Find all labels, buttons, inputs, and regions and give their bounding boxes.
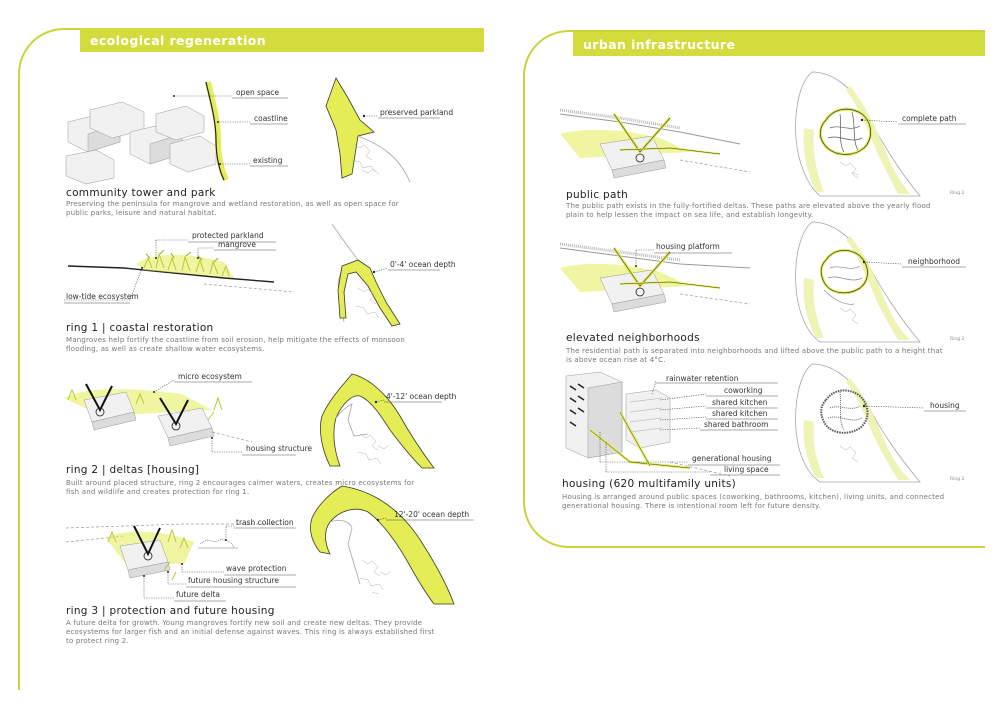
parkland-grain	[351, 143, 380, 175]
urban-infrastructure-header: urban infrastructure	[573, 32, 985, 56]
coastline-line	[205, 81, 225, 181]
desc-coastal-restoration: Mangroves help fortify the coastline fro…	[66, 336, 406, 353]
label-wave-protection: wave protection	[226, 564, 287, 573]
label-open-space: open space	[236, 88, 279, 97]
existing-buildings	[65, 101, 217, 185]
housing-callouts: rainwater retention coworking shared kit…	[599, 374, 780, 476]
housing-tower-stack	[565, 371, 671, 459]
mangrove-trees	[143, 249, 230, 277]
title-elevated-neighborhoods: elevated neighborhoods	[566, 332, 700, 344]
label-shared-kitchen-2: shared kitchen	[712, 409, 768, 418]
ocean-depth-0-4-map: 0'-4' ocean depth	[331, 223, 456, 327]
title-public-path: public path	[566, 189, 629, 201]
label-coworking: coworking	[724, 386, 763, 395]
label-future-delta: future delta	[176, 590, 220, 599]
tower-park-diagram: open space coastline existing	[65, 81, 288, 185]
complete-path-loops	[818, 107, 872, 156]
neighborhood-loops	[819, 249, 869, 305]
housing-loops	[820, 389, 869, 434]
label-trash-collection: trash collection	[236, 518, 294, 527]
ring-3-shape	[310, 485, 455, 605]
desc-community-tower-park: Preserving the peninsula for mangrove an…	[66, 200, 399, 217]
complete-path-map: complete path Ring 2	[795, 71, 966, 197]
label-low-tide-ecosystem: low-tide ecosystem	[66, 292, 139, 301]
ring-2-shape	[320, 373, 435, 469]
label-shared-kitchen-1: shared kitchen	[712, 398, 768, 407]
ring-note-housing: Ring 2	[950, 476, 965, 482]
label-mangrove: mangrove	[218, 240, 256, 249]
trash-collection-unit	[198, 538, 238, 549]
ocean-depth-12-20-map: 12'-20' ocean depth	[310, 485, 474, 605]
deltas-housing-diagram: micro ecosystem housing structure	[64, 372, 312, 456]
protection-future-housing-diagram: trash collection wave protection future …	[65, 518, 296, 602]
ocean-depth-4-12-map: 4'-12' ocean depth	[320, 373, 457, 469]
neighborhood-map: neighborhood Ring 2	[795, 221, 966, 343]
label-micro-ecosystem: micro ecosystem	[178, 372, 242, 381]
ground-line	[67, 265, 275, 283]
label-living-space: living space	[724, 465, 769, 474]
coastal-restoration-diagram: protected parkland mangrove low-tide eco…	[64, 231, 295, 304]
title-coastal-restoration: ring 1 | coastal restoration	[66, 322, 214, 334]
label-complete-path: complete path	[902, 114, 957, 123]
ring-note-neighborhoods: Ring 2	[950, 336, 965, 342]
label-ocean-depth-12-20: 12'-20' ocean depth	[394, 510, 469, 519]
title-deltas-housing: ring 2 | deltas [housing]	[66, 464, 200, 476]
label-future-housing-structure: future housing structure	[188, 576, 279, 585]
desc-elevated-neighborhoods: The residential path is separated into n…	[566, 347, 943, 364]
desc-protection-future-housing: A future delta for growth. Young mangrov…	[66, 619, 435, 645]
preserved-parkland-map: preserved parkland	[325, 77, 453, 183]
housing-units-diagram: rainwater retention coworking shared kit…	[565, 371, 780, 477]
label-housing: housing	[930, 401, 960, 410]
label-housing-structure: housing structure	[246, 444, 312, 453]
title-community-tower-park: community tower and park	[66, 187, 216, 199]
ecological-regeneration-header: ecological regeneration	[80, 28, 484, 52]
label-preserved-parkland: preserved parkland	[380, 108, 453, 117]
label-rainwater-retention: rainwater retention	[666, 374, 739, 383]
public-path-diagram	[559, 108, 751, 179]
ring-1-shape	[337, 259, 401, 327]
label-ocean-depth-0-4: 0'-4' ocean depth	[390, 260, 456, 269]
parkland-shape	[325, 77, 375, 179]
open-space-strip	[205, 81, 229, 182]
ring-note-public-path: Ring 2	[950, 190, 965, 196]
label-ocean-depth-4-12: 4'-12' ocean depth	[386, 392, 457, 401]
desc-deltas-housing: Built around placed structure, ring 2 en…	[66, 479, 415, 496]
elevated-neighborhoods-diagram: housing platform	[559, 242, 751, 313]
label-protected-parkland: protected parkland	[192, 231, 264, 240]
label-coastline: coastline	[254, 114, 288, 123]
title-protection-future-housing: ring 3 | protection and future housing	[66, 605, 275, 617]
label-shared-bathroom: shared bathroom	[704, 420, 768, 429]
label-existing: existing	[253, 156, 283, 165]
desc-public-path: The public path exists in the fully-fort…	[566, 202, 931, 219]
title-housing-units: housing (620 multifamily units)	[562, 478, 737, 490]
label-neighborhood: neighborhood	[908, 257, 960, 266]
housing-map: housing Ring 2	[795, 363, 966, 483]
desc-housing-units: Housing is arranged around public spaces…	[562, 493, 945, 510]
label-generational-housing: generational housing	[692, 454, 772, 463]
label-housing-platform: housing platform	[656, 242, 720, 251]
